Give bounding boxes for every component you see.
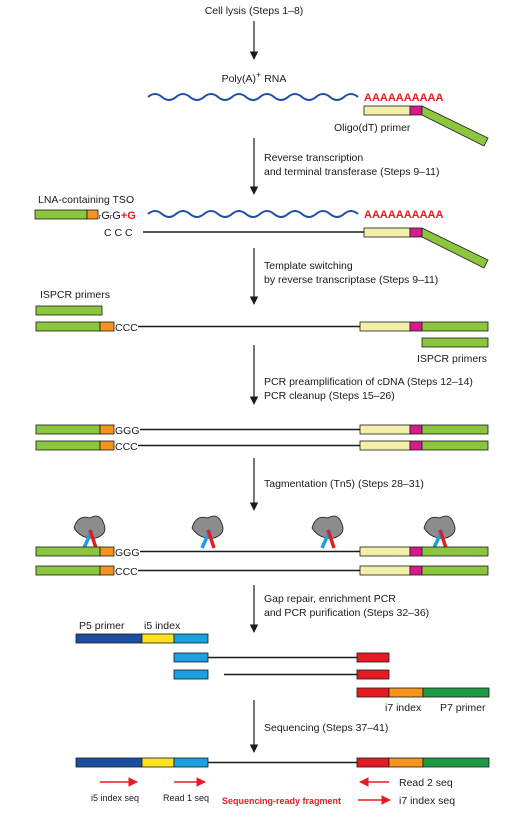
gap-label-1: Gap repair, enrichment PCR <box>264 593 396 605</box>
oligo-dt-segment <box>363 105 411 116</box>
p5-adapter-segment <box>173 633 209 644</box>
tag-yellow-bottom <box>359 565 411 576</box>
strand-yellow-1 <box>359 321 411 332</box>
ispcr-primer-bottom <box>421 337 489 348</box>
tso-orange <box>86 209 99 220</box>
read2-seq-label: Read 2 seq <box>399 777 453 789</box>
ds-yellow-top <box>359 424 411 435</box>
ds-orange-left-bottom <box>99 440 115 451</box>
tagmentation-label: Tagmentation (Tn5) (Steps 28–31) <box>264 478 424 490</box>
i5-index-segment <box>141 633 175 644</box>
final-i5 <box>141 757 175 768</box>
ispcr-primers-label-top: ISPCR primers <box>40 289 110 301</box>
p5-primer-segment <box>75 633 143 644</box>
tso-label: LNA-containing TSO <box>38 194 134 206</box>
i7-index-label: i7 index <box>385 702 422 714</box>
gap-label-2: and PCR purification (Steps 32–36) <box>264 607 429 619</box>
strand-orange-left <box>99 321 115 332</box>
ccc-label-3: CCC <box>115 566 138 578</box>
polya-rna-label: Poly(A)+ RNA <box>222 70 287 85</box>
ccc-spaced-label: C C C <box>104 227 133 239</box>
i7-index-segment <box>388 687 424 698</box>
i5-index-label: i5 index <box>144 620 181 632</box>
strand-magenta-1 <box>409 321 423 332</box>
i7-index-seq-label: i7 index seq <box>399 795 455 807</box>
frag-cyan-bottom <box>173 669 209 680</box>
strand-green-left <box>35 321 101 332</box>
sequencing-label: Sequencing (Steps 37–41) <box>264 722 388 734</box>
p7-primer-segment <box>422 687 490 698</box>
final-p5-adapter <box>173 757 209 768</box>
final-p5 <box>75 757 143 768</box>
frag-red-bottom <box>356 669 390 680</box>
ts-label-1: Template switching <box>264 260 353 272</box>
ccc-label-2: CCC <box>115 441 138 453</box>
ispcr-primers-label-bottom: ISPCR primers <box>417 353 487 365</box>
ds-green-left-bottom <box>35 440 101 451</box>
tag-green-right-bottom <box>421 565 489 576</box>
mrna-wave <box>147 93 359 101</box>
tso-sequence: rGrG+G <box>99 210 136 222</box>
mrna-wave-2 <box>147 210 359 218</box>
frag-red-top <box>356 652 390 663</box>
rt-label-2: and terminal transferase (Steps 9–11) <box>264 166 439 178</box>
oligo-dt-label: Oligo(dT) primer <box>334 122 411 134</box>
ts-label-2: by reverse transcriptase (Steps 9–11) <box>264 274 438 286</box>
strand-green-right-1 <box>421 321 489 332</box>
ds-green-left-top <box>35 424 101 435</box>
ds-magenta-top <box>409 424 423 435</box>
sequencing-ready-label: Sequencing-ready fragment <box>222 796 341 806</box>
ds-yellow-bottom <box>359 440 411 451</box>
cdna-tail-green <box>421 227 489 269</box>
tag-orange-left-top <box>99 546 115 557</box>
ds-magenta-bottom <box>409 440 423 451</box>
ggg-label-1: GGG <box>115 425 140 437</box>
read1-seq-label: Read 1 seq <box>163 793 209 803</box>
cdna-magenta <box>409 227 423 238</box>
tag-green-right-top <box>421 546 489 557</box>
tag-orange-left-bottom <box>99 565 115 576</box>
p5-primer-label: P5 primer <box>79 620 125 632</box>
cdna-yellow <box>363 227 411 238</box>
ds-green-right-bottom <box>421 440 489 451</box>
tag-yellow-top <box>359 546 411 557</box>
ccc-label-1: CCC <box>115 322 138 334</box>
frag-cyan-top <box>173 652 209 663</box>
tn5-complex-2 <box>191 515 224 549</box>
oligo-magenta-segment <box>409 105 423 116</box>
final-p7-adapter <box>356 757 390 768</box>
tag-green-left-bottom <box>35 565 101 576</box>
tag-magenta-top <box>409 546 423 557</box>
tn5-complex-1 <box>73 515 106 549</box>
cell-lysis-label: Cell lysis (Steps 1–8) <box>205 5 304 17</box>
p7-primer-label: P7 primer <box>440 702 486 714</box>
i5-index-seq-label: i5 index seq <box>91 793 139 803</box>
oligo-tail-green <box>421 105 489 147</box>
tso-green <box>34 209 88 220</box>
pcr-label-1: PCR preamplification of cDNA (Steps 12–1… <box>264 376 473 388</box>
ds-orange-left-top <box>99 424 115 435</box>
p7-adapter-segment <box>356 687 390 698</box>
tn5-complex-4 <box>423 515 456 549</box>
ggg-label-2: GGG <box>115 547 140 559</box>
poly-a-tail: AAAAAAAAAA <box>364 92 443 104</box>
poly-a-tail-2: AAAAAAAAAA <box>364 209 443 221</box>
ds-green-right-top <box>421 424 489 435</box>
rt-label-1: Reverse transcription <box>264 152 363 164</box>
tag-magenta-bottom <box>409 565 423 576</box>
final-p7 <box>422 757 490 768</box>
tn5-complex-3 <box>311 515 344 549</box>
final-i7 <box>388 757 424 768</box>
tag-green-left-top <box>35 546 101 557</box>
pcr-label-2: PCR cleanup (Steps 15–26) <box>264 390 395 402</box>
ispcr-primer-top <box>35 305 103 316</box>
